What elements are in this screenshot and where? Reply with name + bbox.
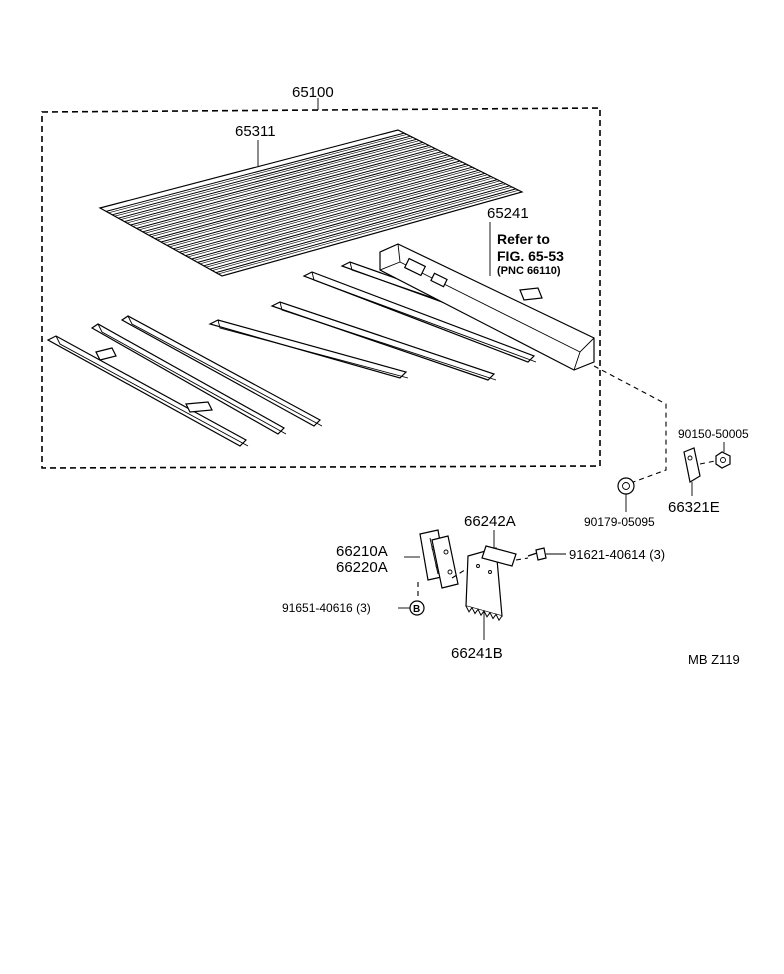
rail-leader	[593, 365, 667, 485]
label-91651-40616: 91651-40616 (3)	[282, 601, 371, 615]
panel-rib	[211, 187, 512, 271]
panel-rib	[118, 138, 417, 219]
panel-rib	[156, 159, 456, 241]
bracket-66321e	[683, 447, 701, 496]
panel-rib	[130, 145, 430, 226]
cross-member-5	[270, 301, 497, 381]
label-65311: 65311	[235, 123, 276, 140]
panel-rib	[191, 176, 492, 260]
panel-rib	[187, 174, 487, 258]
panel-rib	[173, 166, 473, 250]
label-66220a: 66220A	[336, 559, 388, 576]
panel-rib	[179, 169, 479, 253]
washer	[617, 477, 635, 512]
panel-rib	[160, 160, 461, 243]
panel-rib	[199, 180, 500, 265]
label-66210a: 66210A	[336, 543, 388, 560]
side-rail	[379, 222, 595, 371]
panel-rib	[136, 148, 436, 229]
cross-member-2	[90, 323, 287, 435]
panel-rib	[175, 168, 475, 251]
panel-rib	[142, 151, 442, 233]
assembly-boundary	[41, 98, 601, 469]
nut-leader	[699, 459, 721, 465]
panel-rib	[193, 177, 494, 261]
mudflap-serration	[465, 605, 503, 622]
panel-rib	[138, 149, 438, 231]
panel-rib	[217, 190, 518, 275]
panel-rib	[205, 183, 506, 268]
diagram-code: MB Z119	[688, 652, 740, 667]
cross-member-6	[302, 271, 537, 363]
cross-member-3	[120, 315, 323, 427]
refer-line-1: Refer to	[497, 231, 550, 247]
clip-badge: B	[413, 604, 420, 615]
panel-rib	[185, 172, 485, 257]
panel-rib	[181, 171, 481, 254]
panel-rib	[112, 135, 411, 216]
bracket-mudflap-link	[451, 567, 469, 579]
nut	[715, 442, 731, 469]
label-65100: 65100	[292, 84, 334, 101]
label-90150-50005: 90150-50005	[678, 427, 749, 441]
panel-rib	[215, 188, 516, 274]
clip: B	[398, 600, 425, 616]
bolt	[515, 547, 566, 561]
refer-line-2: FIG. 65-53	[497, 248, 564, 264]
cross-member-1	[46, 335, 249, 447]
panel-rib	[162, 162, 463, 244]
label-65241: 65241	[487, 205, 529, 222]
panel-rib	[126, 143, 425, 224]
panel-rib	[169, 165, 469, 248]
panel-rib	[209, 185, 510, 270]
panel-rib	[154, 157, 454, 240]
label-91621-40614: 91621-40614 (3)	[569, 547, 665, 562]
floor-panel	[98, 129, 524, 277]
panel-rib	[203, 182, 504, 267]
label-66321e: 66321E	[668, 499, 720, 516]
refer-line-3: (PNC 66110)	[497, 265, 561, 277]
panel-rib	[197, 179, 498, 263]
bracket-66210a	[404, 529, 459, 589]
label-90179-05095: 90179-05095	[584, 515, 655, 529]
panel-rib	[108, 134, 407, 214]
label-66242a: 66242A	[464, 513, 516, 530]
panel-rib	[144, 152, 444, 234]
panel-rib	[114, 137, 413, 217]
plate-66242a	[481, 530, 517, 567]
panel-rib	[124, 141, 423, 223]
cross-member-4	[208, 319, 409, 379]
panel-rib	[120, 140, 419, 220]
panel-rib	[166, 163, 467, 246]
panel-rib	[105, 132, 405, 212]
panel-rib	[150, 156, 450, 237]
panel-rib	[148, 154, 448, 236]
panel-rib	[132, 146, 432, 227]
label-66241b: 66241B	[451, 645, 503, 662]
